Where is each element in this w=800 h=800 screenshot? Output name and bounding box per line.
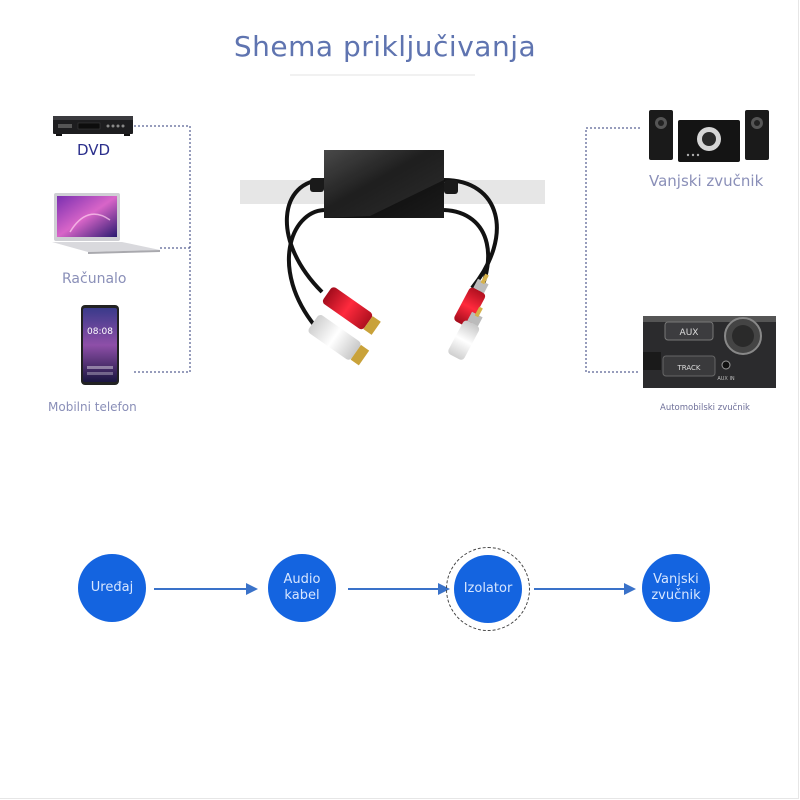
- dvd-label: DVD: [77, 141, 111, 159]
- flow-arrow-3: [534, 583, 636, 595]
- flow-arrow-2: [348, 583, 450, 595]
- smartphone-icon: 08:08: [81, 305, 119, 385]
- isolator-product-image: [240, 150, 545, 366]
- svg-text:08:08: 08:08: [87, 327, 113, 337]
- flow-node-audio-cable-line2: kabel: [284, 588, 320, 603]
- speaker-system-icon: [649, 110, 769, 162]
- laptop-icon: [52, 193, 160, 254]
- inputs-bracket: [134, 125, 191, 373]
- phone-label: Mobilni telefon: [48, 400, 137, 414]
- flow-node-external-speaker: Vanjski zvučnik: [642, 554, 710, 622]
- flow-node-audio-cable: Audio kabel: [268, 554, 336, 622]
- flow-node-device: Uređaj: [78, 554, 146, 622]
- flow-node-external-speaker-line2: zvučnik: [651, 588, 701, 603]
- car-stereo-icon: AUX TRACK AUX IN: [643, 316, 776, 388]
- flow-node-isolator: Izolator: [454, 555, 522, 623]
- car-speaker-label: Automobilski zvučnik: [660, 403, 750, 413]
- car-auxin-text: AUX IN: [717, 376, 735, 382]
- computer-label: Računalo: [62, 271, 127, 287]
- outputs-bracket: [585, 127, 640, 373]
- flow-node-device-label: Uređaj: [90, 580, 134, 595]
- flow-node-external-speaker-line1: Vanjski: [653, 572, 699, 587]
- title-divider: [290, 74, 475, 76]
- car-aux-text: AUX: [680, 328, 699, 338]
- flow-arrow-1: [154, 583, 258, 595]
- flow-node-audio-cable-line1: Audio: [283, 572, 321, 587]
- isolator-highlight-ring: [446, 547, 530, 631]
- flow-node-isolator-label: Izolator: [463, 581, 513, 596]
- speaker-label: Vanjski zvučnik: [649, 172, 764, 190]
- dvd-player-icon: [53, 116, 133, 136]
- car-track-text: TRACK: [677, 364, 701, 372]
- page-title: Shema priključivanja: [233, 30, 537, 63]
